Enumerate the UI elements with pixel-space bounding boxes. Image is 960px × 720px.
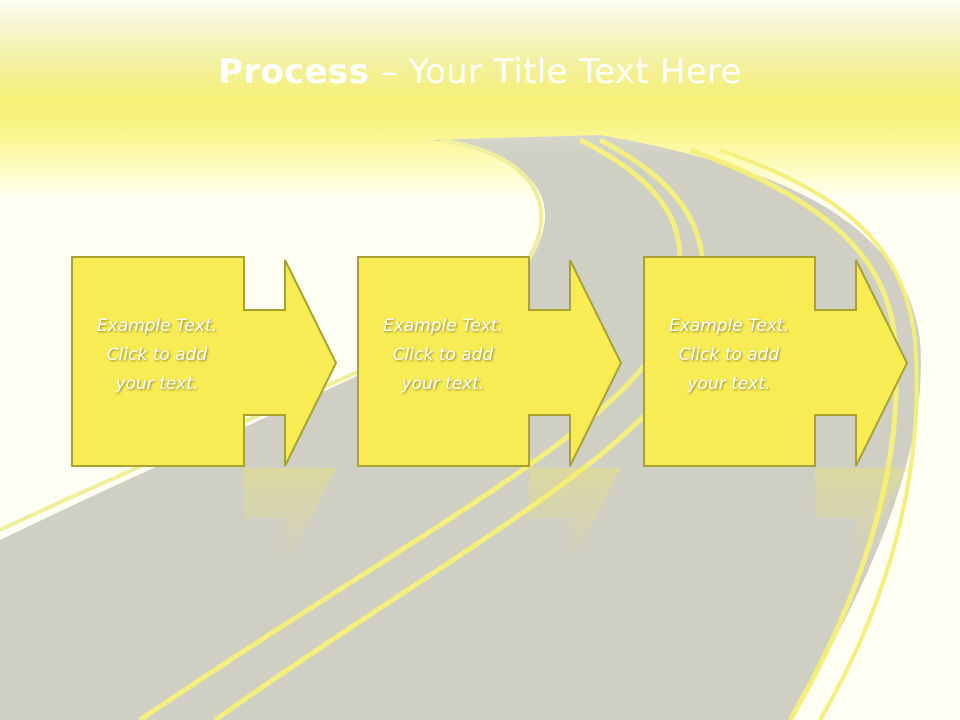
step-text-line-1: Example Text.	[382, 316, 504, 336]
process-step-1[interactable]: Example Text. Click to add your text.	[71, 256, 361, 558]
title-bold: Process	[218, 52, 370, 92]
title-rest: – Your Title Text Here	[369, 52, 742, 92]
process-step-2[interactable]: Example Text. Click to add your text.	[357, 256, 647, 558]
step-text-line-3: your text.	[115, 374, 199, 394]
page-title[interactable]: Process – Your Title Text Here	[0, 52, 960, 92]
arrow-shape-icon	[643, 256, 909, 467]
step-reflection	[357, 468, 647, 558]
step-text[interactable]: Example Text. Click to add your text.	[643, 312, 815, 399]
step-text-line-1: Example Text.	[96, 316, 218, 336]
arrow-shape-icon	[71, 256, 338, 467]
step-text[interactable]: Example Text. Click to add your text.	[71, 312, 243, 399]
step-text[interactable]: Example Text. Click to add your text.	[357, 312, 529, 399]
arrow-shape-icon	[357, 256, 623, 467]
step-text-line-3: your text.	[687, 374, 771, 394]
process-step-3[interactable]: Example Text. Click to add your text.	[643, 256, 933, 558]
step-reflection	[71, 468, 361, 558]
step-text-line-2: Click to add	[678, 345, 780, 365]
step-text-line-3: your text.	[401, 374, 485, 394]
step-text-line-2: Click to add	[106, 345, 208, 365]
step-text-line-1: Example Text.	[668, 316, 790, 336]
step-text-line-2: Click to add	[392, 345, 494, 365]
step-reflection	[643, 468, 933, 558]
